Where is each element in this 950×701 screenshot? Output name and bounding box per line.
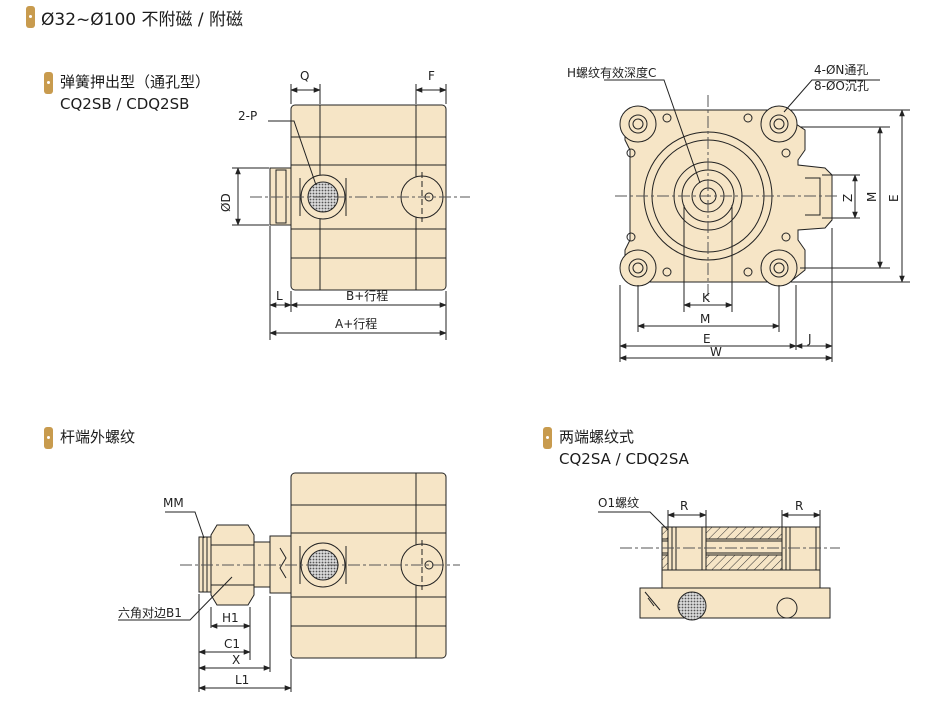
section-title-spring: 弹簧押出型（通孔型） xyxy=(60,73,211,91)
dim-label-M-bottom: M xyxy=(700,312,710,326)
section-marker xyxy=(44,427,53,449)
dim-label-Q: Q xyxy=(300,69,309,83)
section-marker xyxy=(44,72,53,94)
front-view-diagram xyxy=(604,79,910,362)
dim-label-M-side: M xyxy=(865,192,879,202)
dim-label-H-thread: H螺纹有效深度C xyxy=(567,65,656,80)
dim-label-D: ØD xyxy=(219,193,233,212)
dim-label-X: X xyxy=(232,653,240,667)
section-marker xyxy=(26,6,35,28)
section-models-spring: CQ2SB / CDQ2SB xyxy=(60,95,190,113)
dim-label-W: W xyxy=(710,345,722,359)
dim-label-B1: 六角对边B1 xyxy=(118,606,182,620)
dim-label-L1: L1 xyxy=(235,673,249,687)
dim-label-Z: Z xyxy=(841,194,855,202)
dim-label-C1: C1 xyxy=(224,637,240,651)
dim-label-N-hole: 4-ØN通孔 xyxy=(814,63,868,77)
dim-label-J: J xyxy=(807,332,812,346)
dim-label-E-side: E xyxy=(887,194,901,202)
dim-label-L: L xyxy=(276,289,283,303)
page-title: Ø32~Ø100 不附磁 / 附磁 xyxy=(41,10,244,30)
dim-label-R-left: R xyxy=(680,499,688,513)
rod-thread-diagram xyxy=(118,472,460,692)
dim-label-R-right: R xyxy=(795,499,803,513)
dim-label-E-bottom: E xyxy=(703,332,711,346)
section-title-rod-thread: 杆端外螺纹 xyxy=(60,428,136,446)
side-view-diagram xyxy=(232,84,470,340)
section-title-both-thread: 两端螺纹式 xyxy=(559,428,635,446)
both-thread-diagram xyxy=(598,510,840,621)
dim-label-H1: H1 xyxy=(222,611,239,625)
dim-label-O-counter: 8-ØO沉孔 xyxy=(814,79,869,93)
dim-label-MM: MM xyxy=(163,496,184,510)
dim-label-B-stroke: B+行程 xyxy=(346,288,388,303)
section-models-both-thread: CQ2SA / CDQ2SA xyxy=(559,450,689,468)
dim-label-A-stroke: A+行程 xyxy=(335,316,377,331)
dim-label-K: K xyxy=(702,291,711,305)
section-marker xyxy=(543,427,552,449)
dim-label-F: F xyxy=(428,69,435,83)
dim-label-port: 2-P xyxy=(238,109,257,123)
dim-label-O1: O1螺纹 xyxy=(598,496,639,510)
